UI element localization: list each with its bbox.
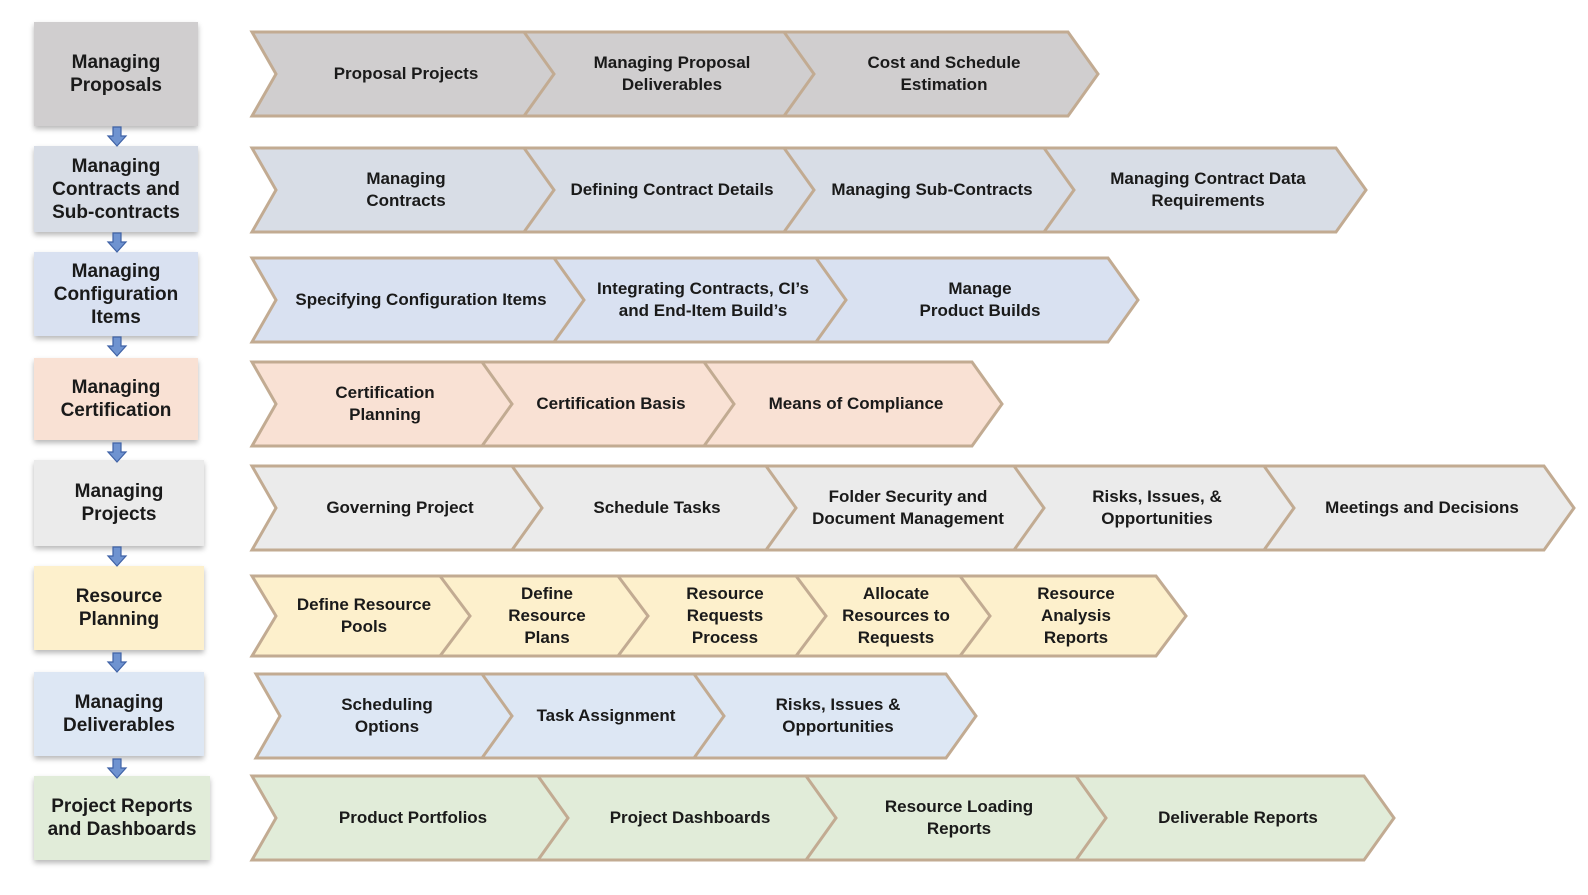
- chevron-step-project-dashboards: Project Dashboards: [535, 774, 838, 862]
- phase-box-managing-proposals: Managing Proposals: [34, 22, 198, 126]
- chevron-shape: [249, 464, 544, 552]
- down-arrow-icon: [106, 126, 128, 147]
- chevron-step-label: Cost and Schedule Estimation: [867, 53, 1021, 94]
- down-arrow-shape: [106, 126, 128, 147]
- chevron-step-label: Managing Contract Data Requirements: [1110, 169, 1306, 210]
- down-arrow-shape: [106, 758, 128, 779]
- chevron-polygon: [253, 672, 514, 760]
- chevron-shape: [253, 672, 514, 760]
- down-arrow-shape: [106, 652, 128, 673]
- chevron-step-meetings-and-decisions: Meetings and Decisions: [1261, 464, 1576, 552]
- chevron-step-managing-contracts: Managing Contracts: [249, 146, 556, 234]
- chevron-step-managing-sub-contracts: Managing Sub-Contracts: [781, 146, 1076, 234]
- chevron-step-proposal-projects: Proposal Projects: [249, 30, 556, 118]
- chevron-step-label: Folder Security and Document Management: [812, 487, 1004, 528]
- chevron-step-label: Managing Proposal Deliverables: [593, 53, 751, 94]
- chevron-step-label: Schedule Tasks: [593, 498, 721, 517]
- chevron-step-label: Resource Analysis Reports: [1037, 584, 1115, 647]
- chevron-shape: [249, 360, 514, 448]
- chevron-step-label: Integrating Contracts, CI’s and End-Item…: [597, 279, 809, 320]
- phase-box-project-reports-and-dashboards: Project Reports and Dashboards: [34, 776, 210, 860]
- chevron-step-label: Project Dashboards: [609, 808, 771, 827]
- chevron-step-define-resource-pools: Define Resource Pools: [249, 574, 472, 658]
- chevron-step-define-resource-plans: Define Resource Plans: [437, 574, 650, 658]
- chevron-step-label: Managing Sub-Contracts: [831, 180, 1033, 199]
- chevron-step-risks-issues-opportunities: Risks, Issues & Opportunities: [691, 672, 978, 760]
- chevron-polygon: [249, 146, 556, 234]
- chevron-step-product-portfolios: Product Portfolios: [249, 774, 570, 862]
- down-arrow-icon: [106, 336, 128, 357]
- chevron-step-folder-security-and-document-management: Folder Security and Document Management: [763, 464, 1046, 552]
- chevron-step-label: Resource Loading Reports: [884, 797, 1034, 838]
- chevron-step-cost-and-schedule-estimation: Cost and Schedule Estimation: [781, 30, 1100, 118]
- phase-box-managing-configuration-items: Managing Configuration Items: [34, 252, 198, 336]
- chevron-polygon: [249, 574, 472, 658]
- phase-box-managing-certification: Managing Certification: [34, 358, 198, 440]
- chevron-polygon: [249, 30, 556, 118]
- chevron-step-label: Certification Planning: [335, 383, 435, 424]
- chevron-step-allocate-resources-to-requests: Allocate Resources to Requests: [793, 574, 992, 658]
- chevron-step-integrating-contracts-ci-s-and-end-item-build-s: Integrating Contracts, CI’s and End-Item…: [551, 256, 848, 344]
- chevron-step-label: Deliverable Reports: [1158, 808, 1318, 827]
- phase-box-managing-projects: Managing Projects: [34, 460, 204, 546]
- phase-box-managing-contracts-and-sub-contracts: Managing Contracts and Sub-contracts: [34, 146, 198, 232]
- down-arrow-icon: [106, 442, 128, 463]
- chevron-step-label: Means of Compliance: [768, 394, 944, 413]
- chevron-step-label: Manage Product Builds: [919, 279, 1041, 320]
- chevron-step-resource-requests-process: Resource Requests Process: [615, 574, 828, 658]
- chevron-step-governing-project: Governing Project: [249, 464, 544, 552]
- down-arrow-icon: [106, 652, 128, 673]
- chevron-step-defining-contract-details: Defining Contract Details: [521, 146, 816, 234]
- chevron-step-resource-analysis-reports: Resource Analysis Reports: [957, 574, 1188, 658]
- chevron-step-manage-product-builds: Manage Product Builds: [813, 256, 1140, 344]
- phase-box-managing-deliverables: Managing Deliverables: [34, 672, 204, 756]
- chevron-step-label: Meetings and Decisions: [1325, 498, 1519, 517]
- chevron-polygon: [249, 774, 570, 862]
- down-arrow-shape: [106, 442, 128, 463]
- chevron-step-label: Certification Basis: [536, 394, 686, 413]
- chevron-step-resource-loading-reports: Resource Loading Reports: [803, 774, 1108, 862]
- chevron-step-means-of-compliance: Means of Compliance: [701, 360, 1004, 448]
- chevron-shape: [249, 30, 556, 118]
- chevron-step-label: Scheduling Options: [341, 695, 433, 736]
- chevron-step-label: Governing Project: [326, 498, 474, 517]
- down-arrow-icon: [106, 758, 128, 779]
- chevron-polygon: [249, 256, 586, 344]
- chevron-step-managing-proposal-deliverables: Managing Proposal Deliverables: [521, 30, 816, 118]
- down-arrow-shape: [106, 546, 128, 567]
- down-arrow-shape: [106, 232, 128, 253]
- chevron-step-label: Product Portfolios: [338, 808, 488, 827]
- chevron-step-schedule-tasks: Schedule Tasks: [509, 464, 798, 552]
- chevron-step-deliverable-reports: Deliverable Reports: [1073, 774, 1396, 862]
- chevron-step-label: Task Assignment: [536, 706, 676, 725]
- chevron-shape: [249, 774, 570, 862]
- chevron-step-scheduling-options: Scheduling Options: [253, 672, 514, 760]
- chevron-step-label: Proposal Projects: [333, 64, 479, 83]
- chevron-step-label: Define Resource Plans: [508, 584, 586, 647]
- down-arrow-icon: [106, 232, 128, 253]
- chevron-step-risks-issues-opportunities: Risks, Issues, & Opportunities: [1011, 464, 1296, 552]
- chevron-step-label: Risks, Issues, & Opportunities: [1092, 487, 1222, 528]
- chevron-step-label: Resource Requests Process: [686, 584, 764, 647]
- chevron-step-label: Defining Contract Details: [570, 180, 774, 199]
- chevron-step-certification-basis: Certification Basis: [479, 360, 736, 448]
- chevron-shape: [249, 574, 472, 658]
- down-arrow-shape: [106, 336, 128, 357]
- chevron-step-label: Specifying Configuration Items: [295, 290, 547, 309]
- chevron-step-label: Risks, Issues & Opportunities: [775, 695, 901, 736]
- chevron-step-specifying-configuration-items: Specifying Configuration Items: [249, 256, 586, 344]
- chevron-step-label: Managing Contracts: [366, 169, 446, 210]
- down-arrow-icon: [106, 546, 128, 567]
- chevron-polygon: [249, 360, 514, 448]
- chevron-step-label: Define Resource Pools: [296, 595, 432, 636]
- chevron-step-task-assignment: Task Assignment: [479, 672, 726, 760]
- phase-box-resource-planning: Resource Planning: [34, 566, 204, 650]
- chevron-shape: [249, 256, 586, 344]
- chevron-polygon: [249, 464, 544, 552]
- chevron-step-managing-contract-data-requirements: Managing Contract Data Requirements: [1041, 146, 1368, 234]
- chevron-step-label: Allocate Resources to Requests: [842, 584, 950, 647]
- chevron-step-certification-planning: Certification Planning: [249, 360, 514, 448]
- chevron-shape: [249, 146, 556, 234]
